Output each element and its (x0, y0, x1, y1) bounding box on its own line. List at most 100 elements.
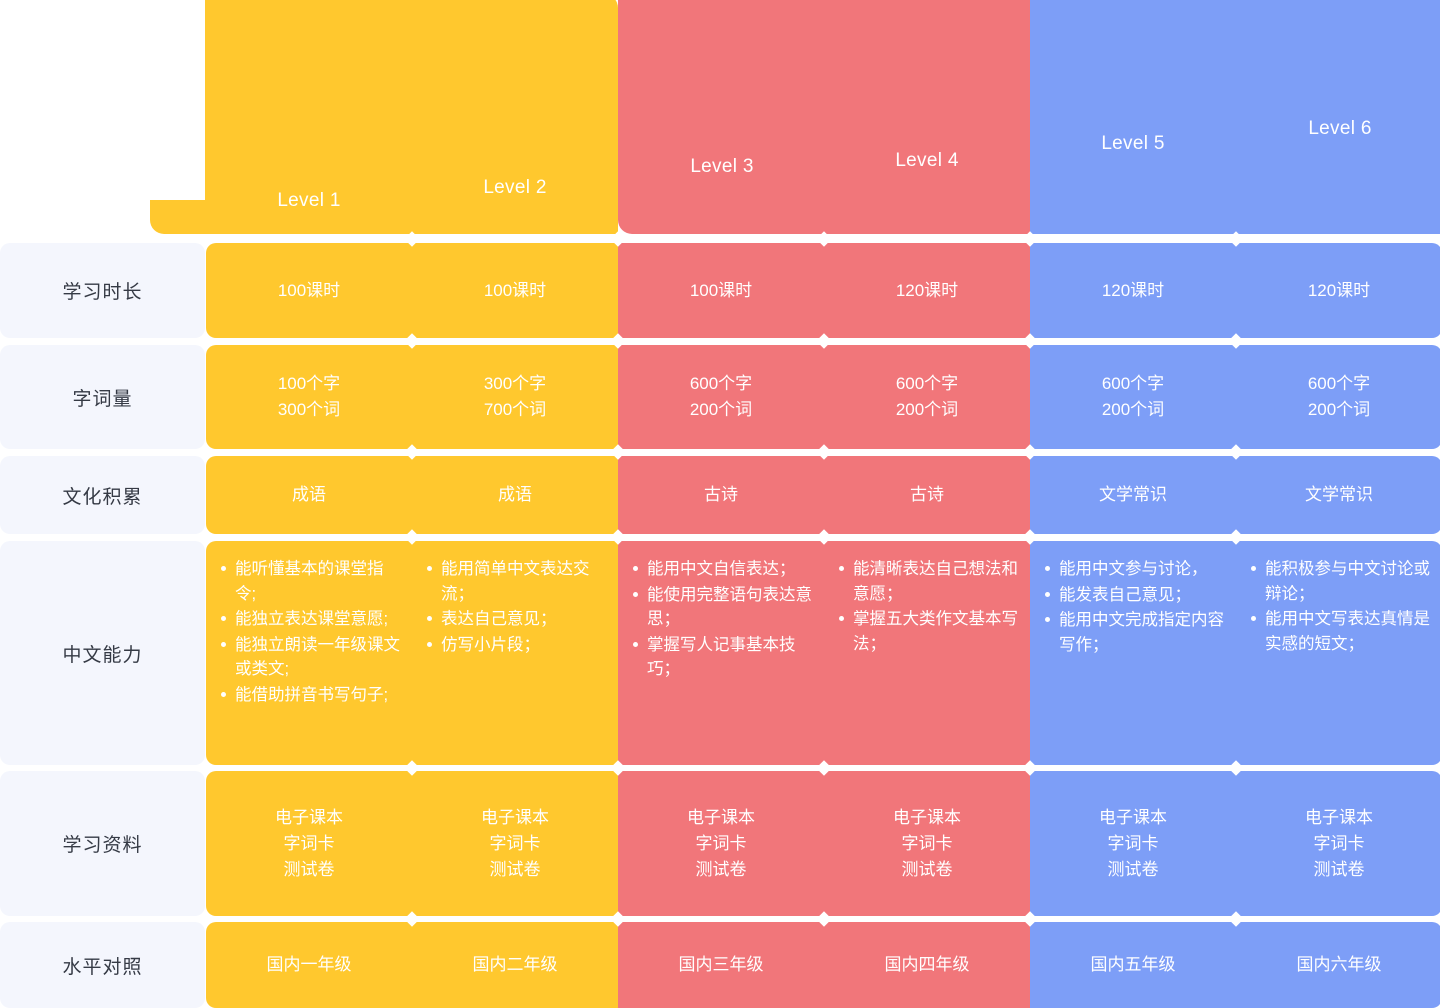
cell-text: 100课时 (277, 280, 341, 300)
list-item: 能用中文完成指定内容写作； (1044, 608, 1226, 657)
cell-text: 国内四年级 (884, 955, 970, 974)
cell-text: 国内一年级 (266, 955, 352, 974)
list-item: 能积极参与中文讨论或辩论； (1250, 557, 1432, 606)
table-cell: 国内二年级 (412, 922, 618, 1008)
cell-text: 电子课本 字词卡 测试卷 (687, 807, 755, 879)
table-cell: 成语 (206, 456, 412, 534)
table-cell: 120课时 (1030, 243, 1236, 338)
cell-text: 600个字 200个词 (689, 374, 753, 419)
table-row-study-hours: 学习时长 100课时 100课时 100课时 120课时 120课时 120课时 (0, 243, 1440, 338)
table-cell: 文学常识 (1236, 456, 1440, 534)
bullet-list: 能听懂基本的课堂指令; 能独立表达课堂意愿; 能独立朗读一年级课文或类文; 能借… (220, 557, 402, 708)
header-label-level-1: Level 1 (277, 190, 341, 211)
cell-text: 100个字 300个词 (277, 374, 341, 419)
table-cell: 100课时 (618, 243, 824, 338)
list-item: 能用中文写表达真情是实感的短文； (1250, 607, 1432, 656)
table-cell: 国内三年级 (618, 922, 824, 1008)
table-cell: 600个字 200个词 (1236, 345, 1440, 449)
table-cell: 120课时 (1236, 243, 1440, 338)
list-item: 能用中文参与讨论， (1044, 557, 1226, 582)
cell-text: 电子课本 字词卡 测试卷 (1305, 807, 1373, 879)
row-label: 学习时长 (0, 243, 205, 338)
cell-text: 国内六年级 (1296, 955, 1382, 974)
list-item: 能听懂基本的课堂指令; (220, 557, 402, 606)
table-cell: 古诗 (618, 456, 824, 534)
table-cell: 600个字 200个词 (618, 345, 824, 449)
list-item: 能清晰表达自己想法和意愿； (838, 557, 1020, 606)
table-cell: 电子课本 字词卡 测试卷 (412, 771, 618, 916)
cell-text: 电子课本 字词卡 测试卷 (481, 807, 549, 879)
cell-text: 600个字 200个词 (1307, 374, 1371, 419)
table-row-chinese-ability: 中文能力 能听懂基本的课堂指令; 能独立表达课堂意愿; 能独立朗读一年级课文或类… (0, 541, 1440, 765)
cell-text: 古诗 (910, 485, 944, 504)
cell-text: 古诗 (704, 485, 738, 504)
header-band-yellow (150, 0, 618, 234)
list-item: 能使用完整语句表达意思； (632, 583, 814, 632)
table-cell: 能用中文参与讨论， 能发表自己意见； 能用中文完成指定内容写作； (1030, 541, 1236, 765)
table-cell: 600个字 200个词 (1030, 345, 1236, 449)
table-cell: 电子课本 字词卡 测试卷 (824, 771, 1030, 916)
cell-text: 120课时 (1307, 280, 1371, 300)
table-cell: 能用简单中文表达交流； 表达自己意见； 仿写小片段； (412, 541, 618, 765)
row-label: 文化积累 (0, 456, 205, 534)
bullet-list: 能用中文自信表达； 能使用完整语句表达意思； 掌握写人记事基本技巧； (632, 557, 814, 683)
cell-text: 成语 (292, 485, 326, 504)
table-cell: 国内四年级 (824, 922, 1030, 1008)
cell-text: 100课时 (483, 280, 547, 300)
list-item: 能独立朗读一年级课文或类文; (220, 633, 402, 682)
bullet-list: 能用中文参与讨论， 能发表自己意见； 能用中文完成指定内容写作； (1044, 557, 1226, 658)
table-cell: 能听懂基本的课堂指令; 能独立表达课堂意愿; 能独立朗读一年级课文或类文; 能借… (206, 541, 412, 765)
header-label-level-5: Level 5 (1101, 133, 1165, 154)
cell-text: 120课时 (1101, 280, 1165, 300)
table-cell: 能用中文自信表达； 能使用完整语句表达意思； 掌握写人记事基本技巧； (618, 541, 824, 765)
header-staircase: Level 1 Level 2 Level 3 Level 4 Level 5 … (0, 0, 1440, 234)
table-row-materials: 学习资料 电子课本 字词卡 测试卷 电子课本 字词卡 测试卷 电子课本 字词卡 … (0, 771, 1440, 916)
cell-text: 国内二年级 (472, 955, 558, 974)
cell-text: 国内三年级 (678, 955, 764, 974)
table-cell: 能清晰表达自己想法和意愿； 掌握五大类作文基本写法； (824, 541, 1030, 765)
cell-text: 100课时 (689, 280, 753, 300)
header-label-level-4: Level 4 (895, 150, 959, 171)
cell-text: 120课时 (895, 280, 959, 300)
list-item: 掌握写人记事基本技巧； (632, 633, 814, 682)
list-item: 掌握五大类作文基本写法； (838, 607, 1020, 656)
cell-text: 电子课本 字词卡 测试卷 (275, 807, 343, 879)
header-label-level-6: Level 6 (1308, 118, 1372, 139)
table-row-grade-equivalent: 水平对照 国内一年级 国内二年级 国内三年级 国内四年级 国内五年级 国内六年级 (0, 922, 1440, 1008)
list-item: 能借助拼音书写句子; (220, 683, 402, 708)
cell-text: 文学常识 (1099, 485, 1167, 504)
cell-text: 成语 (498, 485, 532, 504)
table-cell: 成语 (412, 456, 618, 534)
list-item: 能发表自己意见； (1044, 583, 1226, 608)
row-label: 水平对照 (0, 922, 205, 1008)
cell-text: 300个字 700个词 (483, 374, 547, 419)
list-item: 表达自己意见； (426, 607, 608, 632)
row-label: 学习资料 (0, 771, 205, 916)
table-cell: 100个字 300个词 (206, 345, 412, 449)
cell-text: 600个字 200个词 (1101, 374, 1165, 419)
header-band-red (618, 0, 1030, 234)
bullet-list: 能用简单中文表达交流； 表达自己意见； 仿写小片段； (426, 557, 608, 658)
table-cell: 文学常识 (1030, 456, 1236, 534)
row-label: 中文能力 (0, 541, 205, 765)
table-cell: 国内一年级 (206, 922, 412, 1008)
table-cell: 100课时 (412, 243, 618, 338)
cell-text: 600个字 200个词 (895, 374, 959, 419)
header-label-level-3: Level 3 (690, 156, 754, 177)
table-row-vocabulary: 字词量 100个字 300个词 300个字 700个词 600个字 200个词 … (0, 345, 1440, 449)
table-cell: 电子课本 字词卡 测试卷 (206, 771, 412, 916)
cell-text: 文学常识 (1305, 485, 1373, 504)
table-cell: 国内五年级 (1030, 922, 1236, 1008)
table-cell: 120课时 (824, 243, 1030, 338)
cell-text: 国内五年级 (1090, 955, 1176, 974)
table-cell: 古诗 (824, 456, 1030, 534)
header-band-blue (1030, 0, 1440, 234)
table-cell: 电子课本 字词卡 测试卷 (1236, 771, 1440, 916)
table-cell: 国内六年级 (1236, 922, 1440, 1008)
bullet-list: 能清晰表达自己想法和意愿； 掌握五大类作文基本写法； (838, 557, 1020, 657)
bullet-list: 能积极参与中文讨论或辩论； 能用中文写表达真情是实感的短文； (1250, 557, 1432, 657)
list-item: 能用中文自信表达； (632, 557, 814, 582)
table-cell: 电子课本 字词卡 测试卷 (618, 771, 824, 916)
header-label-mask (0, 0, 205, 200)
